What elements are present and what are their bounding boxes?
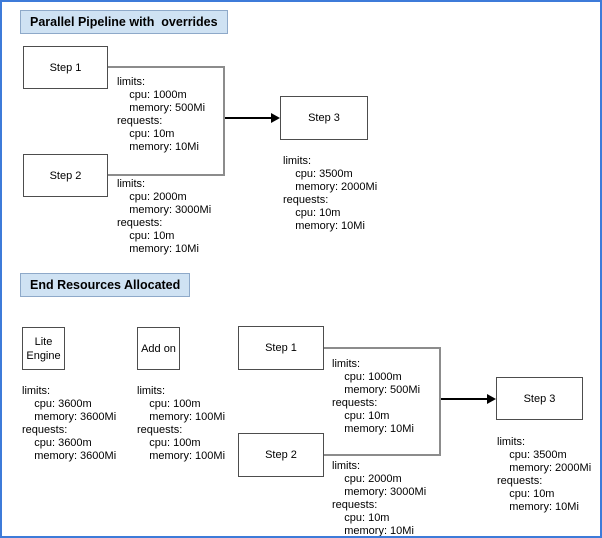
- connector-step1b-to-junction: [324, 347, 441, 349]
- node-step3-label: Step 3: [308, 112, 340, 124]
- connector-junction-vertical: [223, 66, 225, 176]
- connector-step2-to-junction: [108, 174, 225, 176]
- connector-junction-vertical-b: [439, 347, 441, 456]
- node-step1: Step 1: [23, 46, 108, 89]
- node-step1-b: Step 1: [238, 326, 324, 370]
- arrow-junction-to-step3-icon: [225, 113, 280, 123]
- connector-step2b-to-junction: [324, 454, 441, 456]
- node-step3-b: Step 3: [496, 377, 583, 420]
- node-step2-b-label: Step 2: [265, 449, 297, 461]
- section-title-end-resources: End Resources Allocated: [20, 273, 191, 297]
- node-step3: Step 3: [280, 96, 368, 140]
- node-lite-engine: Lite Engine: [22, 327, 65, 370]
- node-lite-engine-label: Lite Engine: [26, 335, 61, 362]
- arrow-junction-to-step3b-icon: [441, 394, 496, 404]
- node-step3-b-label: Step 3: [523, 392, 556, 405]
- section-title-pipeline-overrides: Parallel Pipeline with overrides: [20, 10, 228, 34]
- node-step1-label: Step 1: [49, 61, 82, 74]
- node-step2-label: Step 2: [49, 169, 82, 182]
- node-step2-b: Step 2: [238, 433, 324, 477]
- connector-step1-to-junction: [108, 66, 225, 68]
- node-step1-b-label: Step 1: [265, 342, 297, 354]
- node-add-on: Add on: [137, 327, 180, 370]
- node-step2: Step 2: [23, 154, 108, 197]
- node-add-on-label: Add on: [141, 342, 176, 355]
